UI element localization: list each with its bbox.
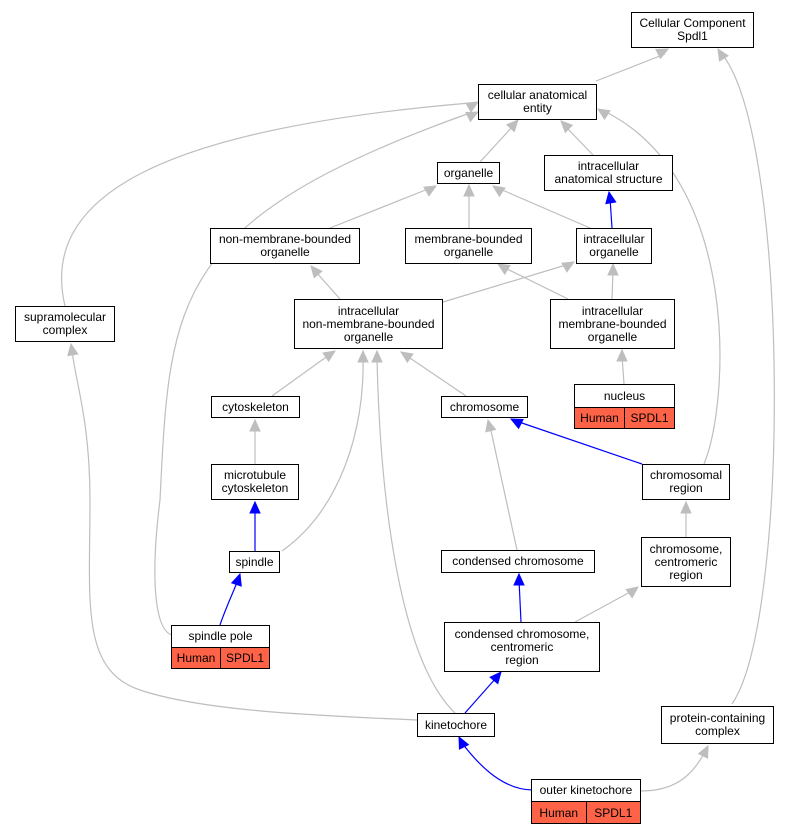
edge-spindle-to-inmbo-arrowhead bbox=[357, 349, 369, 363]
edge-imbo-to-mbo bbox=[504, 267, 569, 300]
edge-chromosomal-region-to-anatomical-entity bbox=[605, 111, 721, 465]
edge-nmbo-to-organelle-arrowhead bbox=[423, 185, 438, 197]
edge-anatomical-entity-to-cellular-component-arrowhead bbox=[655, 48, 670, 60]
edge-protein-complex-to-cellular-component bbox=[721, 53, 775, 705]
edge-kinetochore-to-supramolecular bbox=[71, 349, 418, 721]
annotation-species: Human bbox=[176, 651, 216, 665]
edge-spindle-pole-to-spindle-arrowhead bbox=[230, 572, 242, 587]
edge-inmbo-to-nmbo bbox=[315, 271, 341, 300]
edge-ccc-to-condensed-arrowhead bbox=[513, 572, 525, 586]
node-intracellular-organelle[interactable]: intracellular organelle bbox=[576, 228, 652, 264]
edge-chromosome-to-inmbo-arrowhead bbox=[399, 351, 414, 364]
edge-nucleus-to-imbo-arrowhead bbox=[616, 348, 628, 362]
edge-chromosomal-region-to-anatomical-entity-arrowhead bbox=[596, 108, 611, 121]
node-spindle[interactable]: spindle bbox=[229, 551, 280, 573]
edge-inmbo-to-intracellular-organelle bbox=[442, 264, 567, 303]
edge-mbo-to-organelle-arrowhead bbox=[463, 183, 475, 197]
edge-outer-kinetochore-to-kinetochore bbox=[461, 742, 534, 791]
node-cytoskeleton[interactable]: cytoskeleton bbox=[211, 396, 300, 418]
annotation-species: Human bbox=[580, 411, 619, 425]
edge-organelle-to-anatomical-entity bbox=[479, 125, 514, 163]
edge-condensed-to-chromosome-arrowhead bbox=[485, 418, 497, 433]
annotation-gene: SPDL1 bbox=[585, 802, 641, 823]
edge-nmbo-to-organelle bbox=[329, 188, 429, 229]
edge-intracellular-structure-to-anatomical-entity-arrowhead bbox=[560, 120, 574, 134]
edge-spindle-to-mt-cytoskeleton-arrowhead bbox=[249, 500, 261, 514]
edge-ccc-to-centromeric-arrowhead bbox=[625, 586, 639, 599]
node-nucleus[interactable]: nucleus bbox=[574, 384, 675, 408]
edge-protein-complex-to-cellular-component-arrowhead bbox=[717, 47, 729, 62]
node-kinetochore[interactable]: kinetochore bbox=[417, 713, 495, 737]
annotation-gene: SPDL1 bbox=[624, 408, 674, 428]
edge-ccc-to-centromeric bbox=[574, 590, 633, 623]
node-chromosome[interactable]: chromosome bbox=[441, 396, 528, 418]
edge-intracellular-organelle-to-organelle-arrowhead bbox=[491, 185, 506, 198]
edge-organelle-to-anatomical-entity-arrowhead bbox=[505, 119, 519, 133]
annotation-nucleus: Human SPDL1 bbox=[574, 407, 675, 429]
edge-chromosomal-region-to-chromosome-arrowhead bbox=[509, 418, 524, 430]
edge-condensed-to-chromosome bbox=[489, 425, 518, 551]
edge-kinetochore-to-inmbo bbox=[376, 356, 456, 714]
edge-outer-kinetochore-to-kinetochore-arrowhead bbox=[458, 735, 470, 750]
annotation-spindle-pole: Human SPDL1 bbox=[171, 647, 270, 669]
edge-cytoskeleton-to-inmbo bbox=[271, 354, 330, 397]
edge-chromosome-to-inmbo bbox=[406, 355, 467, 397]
edge-kinetochore-to-ccc bbox=[464, 677, 497, 714]
node-organelle[interactable]: organelle bbox=[437, 162, 500, 184]
node-condensed-chromosome-centromeric-region[interactable]: condensed chromosome, centromeric region bbox=[444, 622, 600, 672]
edge-chromosomal-region-to-chromosome bbox=[518, 421, 643, 465]
node-outer-kinetochore[interactable]: outer kinetochore bbox=[531, 779, 641, 802]
node-intracellular-non-membrane-bounded-organelle[interactable]: intracellular non-membrane-bounded organ… bbox=[294, 299, 443, 349]
edge-supramolecular-to-anatomical-entity bbox=[61, 102, 471, 307]
edge-centromeric-to-chromosomal-region-arrowhead bbox=[680, 500, 692, 514]
node-supramolecular-complex[interactable]: supramolecular complex bbox=[15, 306, 115, 342]
node-spindle-pole[interactable]: spindle pole bbox=[171, 625, 270, 648]
edge-cytoskeleton-to-inmbo-arrowhead bbox=[322, 350, 337, 363]
edge-ccc-to-condensed bbox=[518, 579, 522, 623]
node-protein-containing-complex[interactable]: protein-containing complex bbox=[661, 706, 774, 744]
node-membrane-bounded-organelle[interactable]: membrane-bounded organelle bbox=[405, 228, 532, 264]
edge-imbo-to-mbo-arrowhead bbox=[496, 263, 511, 275]
edge-supramolecular-to-anatomical-entity-arrowhead bbox=[465, 101, 480, 113]
annotation-outer-kinetochore: Human SPDL1 bbox=[531, 801, 641, 824]
edge-anatomical-entity-to-cellular-component bbox=[595, 53, 666, 82]
annotation-species: Human bbox=[539, 805, 579, 820]
edge-intracellular-organelle-to-organelle bbox=[499, 188, 591, 229]
node-chromosome-centromeric-region[interactable]: chromosome, centromeric region bbox=[641, 537, 731, 587]
edge-kinetochore-to-supramolecular-arrowhead bbox=[67, 342, 79, 357]
node-chromosomal-region[interactable]: chromosomal region bbox=[642, 464, 730, 500]
edge-outer-kinetochore-to-protein-complex-arrowhead bbox=[697, 744, 709, 759]
edge-intracellular-structure-to-anatomical-entity bbox=[565, 126, 594, 156]
edge-inmbo-to-nmbo-arrowhead bbox=[310, 265, 323, 279]
edge-intracellular-organelle-to-structure-arrowhead bbox=[605, 190, 617, 205]
node-cellular-anatomical-entity[interactable]: cellular anatomical entity bbox=[478, 84, 597, 120]
node-microtubule-cytoskeleton[interactable]: microtubule cytoskeleton bbox=[211, 464, 299, 500]
node-non-membrane-bounded-organelle[interactable]: non-membrane-bounded organelle bbox=[210, 228, 360, 264]
node-condensed-chromosome[interactable]: condensed chromosome bbox=[441, 550, 595, 573]
edge-spindle-pole-to-spindle bbox=[219, 579, 239, 626]
edge-spindle-pole-to-anatomical-entity-arrowhead bbox=[465, 111, 480, 123]
edge-spindle-to-inmbo bbox=[281, 356, 364, 552]
edge-imbo-to-intracellular-organelle-arrowhead bbox=[607, 262, 619, 276]
node-cellular-component[interactable]: Cellular Component Spdl1 bbox=[631, 12, 754, 48]
edge-outer-kinetochore-to-protein-complex bbox=[640, 751, 706, 792]
annotation-gene: SPDL1 bbox=[220, 648, 269, 668]
node-intracellular-anatomical-structure[interactable]: intracellular anatomical structure bbox=[544, 155, 673, 191]
edge-kinetochore-to-inmbo-arrowhead bbox=[371, 349, 383, 363]
edge-kinetochore-to-ccc-arrowhead bbox=[489, 671, 502, 685]
edge-inmbo-to-intracellular-organelle-arrowhead bbox=[561, 261, 576, 273]
node-intracellular-membrane-bounded-organelle[interactable]: intracellular membrane-bounded organelle bbox=[550, 299, 675, 349]
edge-spindle-pole-to-anatomical-entity bbox=[154, 112, 471, 636]
edge-mt-cytoskeleton-to-cytoskeleton-arrowhead bbox=[249, 418, 261, 432]
